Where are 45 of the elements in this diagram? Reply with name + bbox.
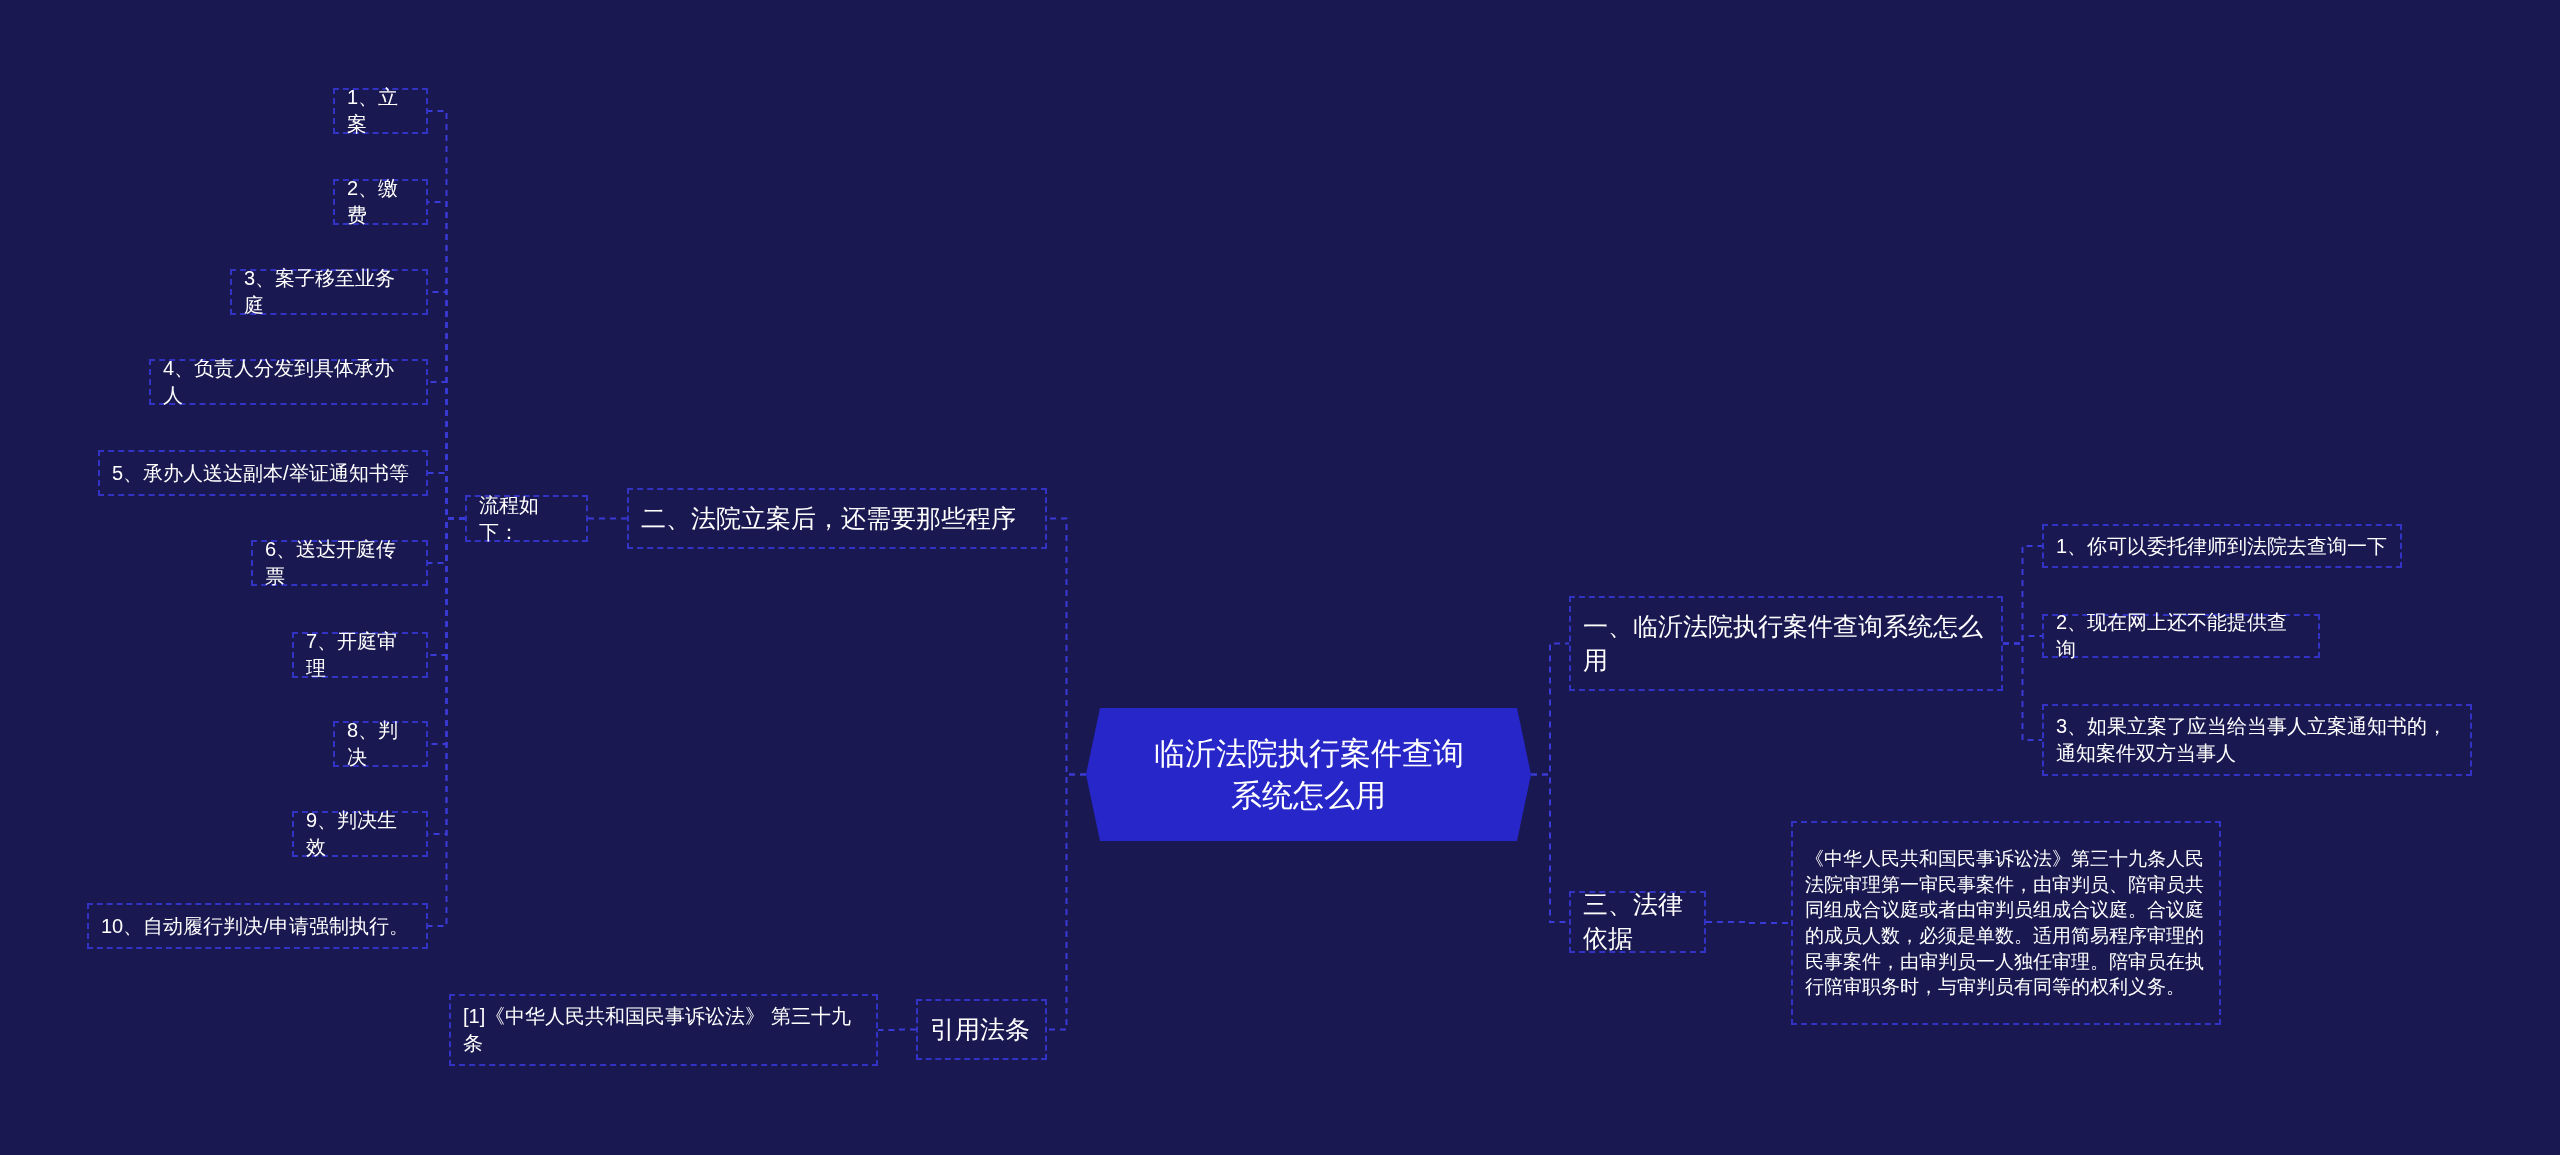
topic-box xyxy=(449,994,878,1066)
topic-box xyxy=(1569,596,2003,691)
connector-line xyxy=(587,517,628,520)
central-topic-text: 临沂法院执行案件查询系统怎么用 xyxy=(1152,734,1465,815)
topic-box xyxy=(333,88,428,134)
topic-box xyxy=(98,450,428,496)
topic-box xyxy=(292,632,428,678)
topic-box xyxy=(2042,704,2472,776)
topic-box xyxy=(2042,614,2320,658)
topic-text: 10、自动履行判决/申请强制执行。 xyxy=(101,913,409,939)
topic-text: 6、送达开庭传票 xyxy=(265,537,398,589)
topic-text: 3、如果立案了应当给当事人立案通知书的，通知案件双方当事人 xyxy=(2056,714,2449,766)
topic-text: 《中华人民共和国民事诉讼法》第三十九条人民法院审理第一审民事案件，由审判员、陪审员共同组成合议庭或者由审判员组成合议庭。合议庭的成员人数，必须是单数。适用简易程序审理的民事案件，由审判员一人独任审理。陪审员在执行陪审职务时，与审判员有同等的权利义务。 xyxy=(1805,847,2205,1000)
topic-text: 7、开庭审理 xyxy=(306,629,399,681)
topic-text: [1]《中华人民共和国民事诉讼法》 第三十九条 xyxy=(463,1004,852,1056)
topic-text: 1、立案 xyxy=(347,85,400,137)
topic-text: 5、承办人送达副本/举证通知书等 xyxy=(112,460,409,486)
connector-line xyxy=(1046,773,1087,1031)
topic-box xyxy=(1569,891,1706,953)
topic-box xyxy=(333,179,428,225)
topic-text: 8、判决 xyxy=(347,718,400,770)
topic-box xyxy=(916,999,1047,1060)
connector-line xyxy=(877,1028,917,1031)
topic-text: 二、法院立案后，还需要那些程序 xyxy=(641,502,1016,534)
topic-text: 2、缴费 xyxy=(347,176,400,228)
topic-box xyxy=(333,721,428,767)
topic-box xyxy=(2042,524,2402,568)
topic-text: 引用法条 xyxy=(930,1013,1030,1045)
topic-box xyxy=(292,811,428,857)
connector-line xyxy=(2002,642,2043,741)
topic-box xyxy=(251,540,428,586)
topic-box xyxy=(149,359,428,405)
topic-box xyxy=(1791,821,2221,1025)
topic-text: 4、负责人分发到具体承办人 xyxy=(163,356,396,408)
topic-text: 1、你可以委托律师到法院去查询一下 xyxy=(2056,533,2388,559)
topic-text: 三、法律依据 xyxy=(1583,889,1684,954)
topic-text: 一、临沂法院执行案件查询系统怎么用 xyxy=(1583,610,1984,676)
topic-text: 流程如下： xyxy=(479,492,540,545)
topic-box xyxy=(465,495,588,542)
topic-text: 3、案子移至业务庭 xyxy=(244,266,397,318)
topic-text: 2、现在网上还不能提供查询 xyxy=(2056,610,2289,662)
topic-box xyxy=(87,903,428,949)
topic-box xyxy=(627,488,1047,549)
topic-text: 9、判决生效 xyxy=(306,808,399,860)
topic-box xyxy=(230,269,428,315)
